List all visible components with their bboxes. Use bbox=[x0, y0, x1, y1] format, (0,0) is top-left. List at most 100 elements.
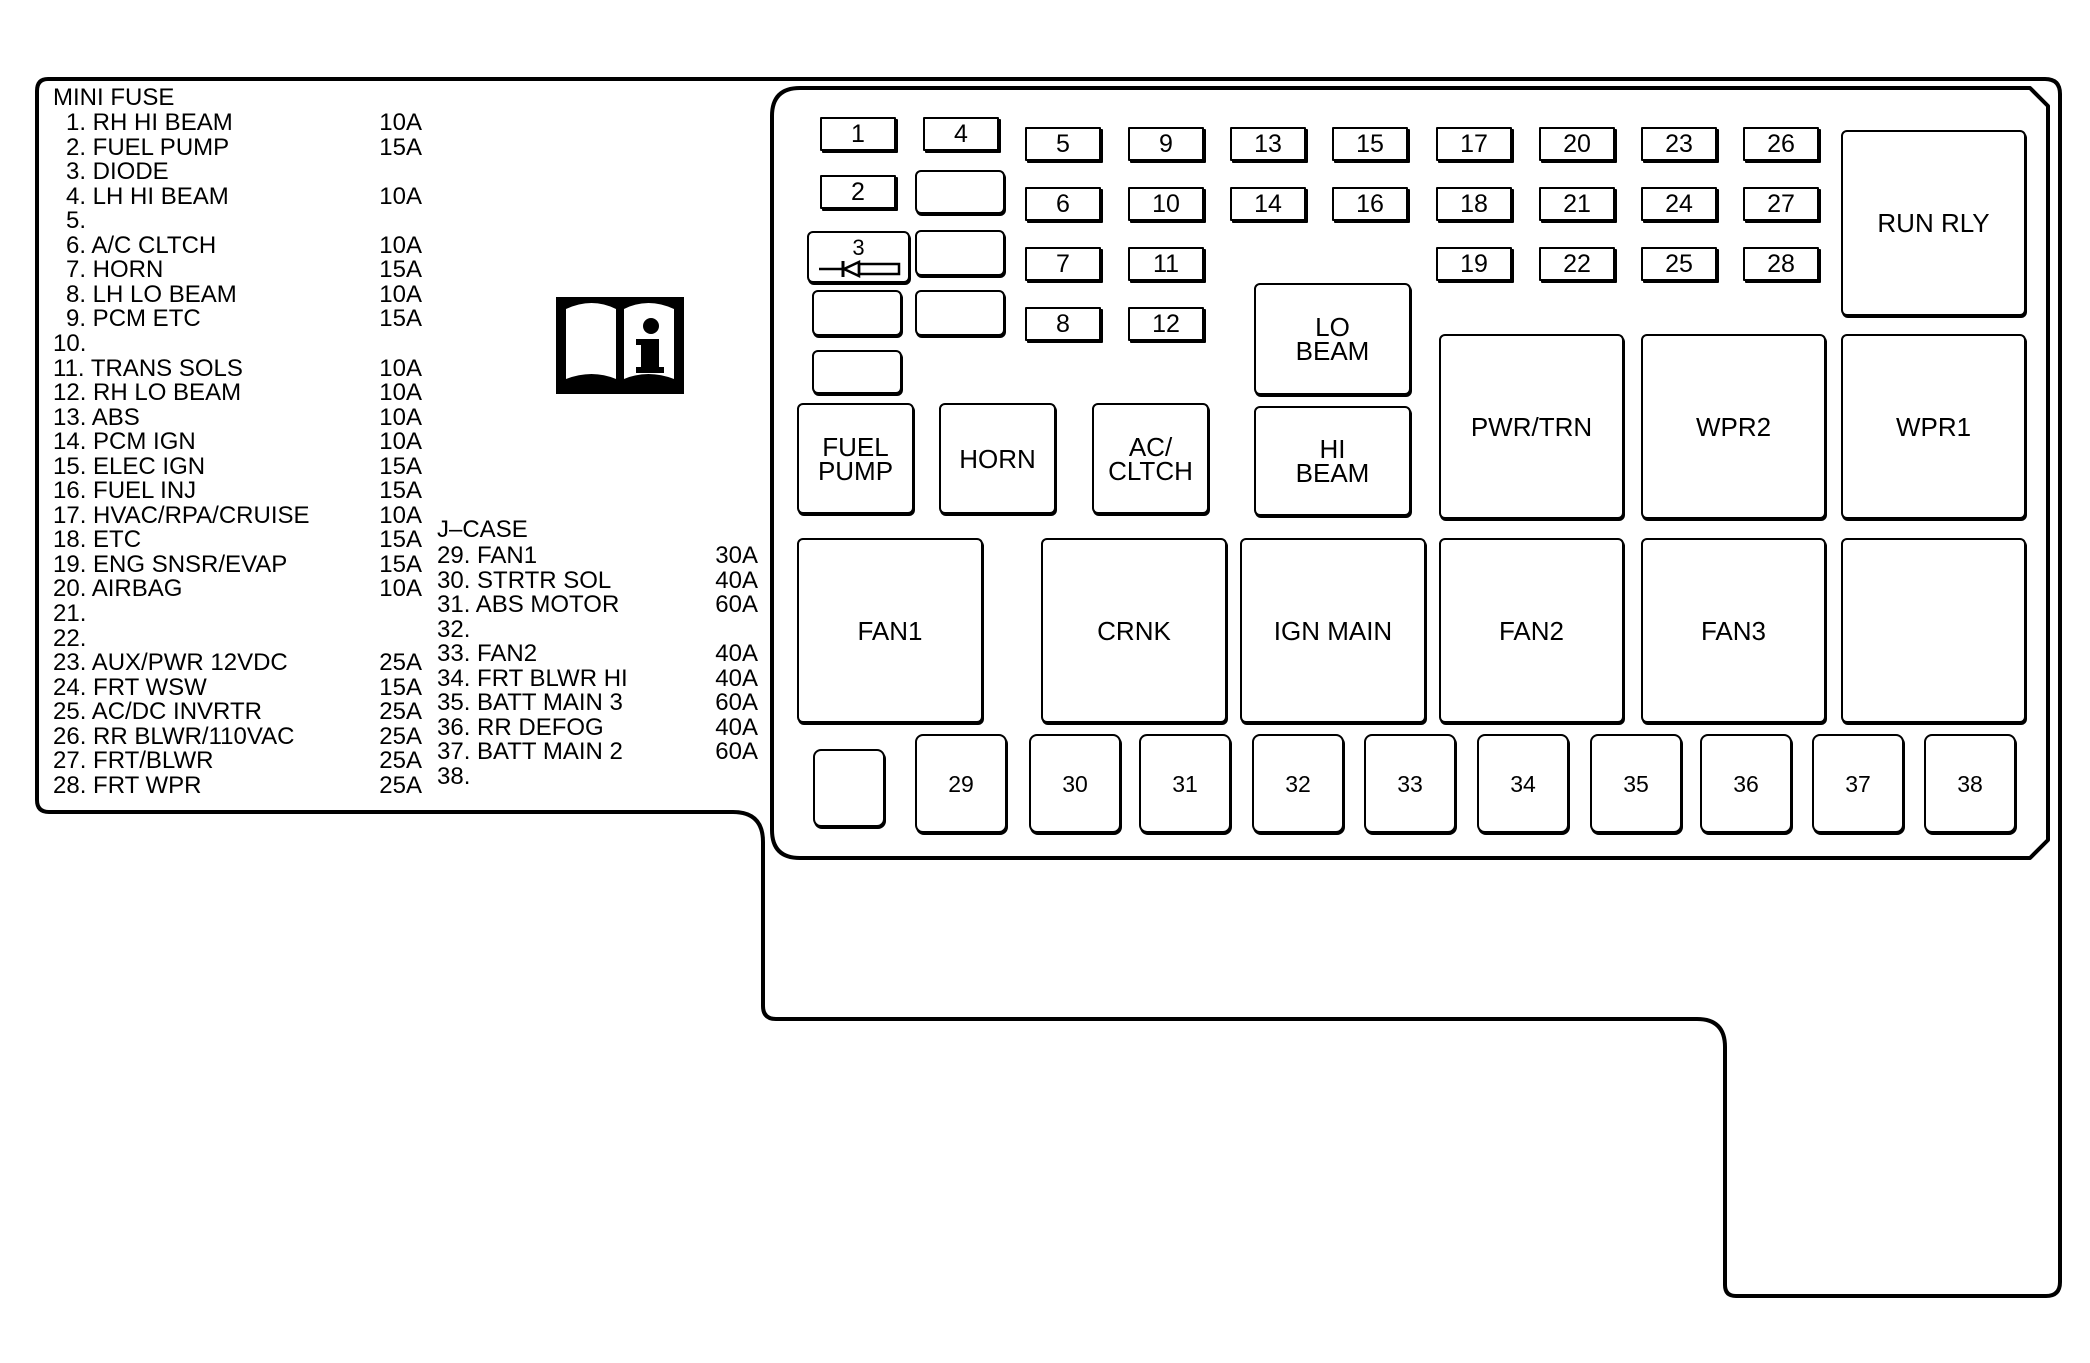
jcase-list-item: 29. FAN1 bbox=[437, 542, 538, 569]
mini-fuse-list-item: 2. FUEL PUMP bbox=[66, 133, 230, 161]
mini-fuse-20: 20 bbox=[1539, 127, 1615, 161]
mini-fuse-list-item: 17. HVAC/RPA/CRUISE bbox=[53, 501, 310, 529]
mini-fuse-6: 6 bbox=[1025, 187, 1101, 221]
mini-fuse-list-amperage: 25A bbox=[379, 722, 422, 750]
mini-fuse-list-item: 24. FRT WSW bbox=[53, 673, 207, 701]
jcase-list-amperage: 40A bbox=[715, 566, 758, 594]
jcase-list-item: 38. bbox=[437, 762, 471, 790]
jcase-fuse-38: 38 bbox=[1924, 734, 2016, 833]
relay-wpr1: WPR1 bbox=[1841, 334, 2026, 519]
mini-fuse-24: 24 bbox=[1641, 187, 1717, 221]
mini-fuse-list-item: 28. FRT WPR bbox=[53, 771, 202, 799]
spare-slot bbox=[915, 290, 1005, 336]
relay-label: FAN2 bbox=[1498, 615, 1565, 646]
diode-icon bbox=[819, 260, 901, 278]
mini-fuse-list-item: 18. ETC bbox=[53, 526, 142, 554]
jcase-list-item: 31. ABS MOTOR bbox=[437, 591, 620, 619]
mini-fuse-list-amperage: 25A bbox=[379, 771, 422, 799]
mini-fuse-26: 26 bbox=[1743, 127, 1819, 161]
mini-fuse-10: 10 bbox=[1128, 187, 1204, 221]
mini-fuse-list-item: 7. HORN bbox=[66, 256, 164, 284]
mini-fuse-list-item: 16. FUEL INJ bbox=[53, 477, 197, 505]
mini-fuse-8: 8 bbox=[1025, 307, 1101, 341]
mini-fuse-heading: MINI FUSE bbox=[53, 84, 175, 111]
relay-label: AC/ CLTCH bbox=[1108, 431, 1193, 486]
mini-fuse-list-item: 26. RR BLWR/110VAC bbox=[53, 722, 295, 750]
mini-fuse-list-item: 15. ELEC IGN bbox=[53, 452, 206, 480]
mini-fuse-list-amperage: 15A bbox=[379, 256, 422, 284]
mini-fuse-list-item: 20. AIRBAG bbox=[53, 575, 183, 603]
relay-run-rly: RUN RLY bbox=[1841, 130, 2026, 316]
jcase-heading: J–CASE bbox=[437, 516, 528, 543]
mini-fuse-2: 2 bbox=[820, 175, 896, 209]
relay-fan1: FAN1 bbox=[797, 538, 983, 723]
mini-fuse-list-amperage: 15A bbox=[379, 133, 422, 161]
relay-ign-main: IGN MAIN bbox=[1240, 538, 1426, 723]
mini-fuse-18: 18 bbox=[1436, 187, 1512, 221]
relay-hi-beam: HI BEAM bbox=[1254, 406, 1411, 516]
mini-fuse-list-amperage: 10A bbox=[379, 501, 422, 529]
relay-horn: HORN bbox=[939, 403, 1056, 514]
jcase-fuse-34: 34 bbox=[1477, 734, 1569, 833]
relay-crnk: CRNK bbox=[1041, 538, 1227, 723]
jcase-fuse-33: 33 bbox=[1364, 734, 1456, 833]
spare-slot bbox=[915, 170, 1005, 214]
mini-fuse-11: 11 bbox=[1128, 247, 1204, 281]
mini-fuse-list-amperage: 15A bbox=[379, 305, 422, 333]
jcase-fuse-31: 31 bbox=[1139, 734, 1231, 833]
mini-fuse-list-amperage: 10A bbox=[379, 403, 422, 431]
mini-fuse-21: 21 bbox=[1539, 187, 1615, 221]
jcase-list-amperage: 40A bbox=[715, 664, 758, 692]
mini-fuse-12: 12 bbox=[1128, 307, 1204, 341]
jcase-list-amperage: 40A bbox=[715, 713, 758, 741]
spare-slot bbox=[812, 350, 902, 394]
mini-fuse-19: 19 bbox=[1436, 247, 1512, 281]
mini-fuse-list-amperage: 15A bbox=[379, 673, 422, 701]
mini-fuse-23: 23 bbox=[1641, 127, 1717, 161]
mini-fuse-list-amperage: 25A bbox=[379, 649, 422, 677]
jcase-list-item: 32. bbox=[437, 615, 471, 643]
mini-fuse-14: 14 bbox=[1230, 187, 1306, 221]
mini-fuse-list-amperage: 15A bbox=[379, 477, 422, 505]
jcase-list-amperage: 30A bbox=[715, 542, 758, 569]
mini-fuse-list-item: 25. AC/DC INVRTR bbox=[53, 698, 262, 726]
jcase-list-amperage: 60A bbox=[715, 591, 758, 619]
relay-fan2: FAN2 bbox=[1439, 538, 1624, 723]
jcase-empty bbox=[813, 749, 885, 827]
jcase-list-amperage: 60A bbox=[715, 738, 758, 766]
mini-fuse-list-amperage: 25A bbox=[379, 747, 422, 775]
spare-slot bbox=[915, 230, 1005, 276]
jcase-list-amperage: 40A bbox=[715, 640, 758, 668]
mini-fuse-list-item: 10. bbox=[53, 329, 87, 357]
jcase-list-item: 36. RR DEFOG bbox=[437, 713, 604, 741]
mini-fuse-17: 17 bbox=[1436, 127, 1512, 161]
mini-fuse-list-item: 12. RH LO BEAM bbox=[53, 379, 242, 407]
mini-fuse-28: 28 bbox=[1743, 247, 1819, 281]
mini-fuse-list-item: 3. DIODE bbox=[66, 158, 169, 186]
relay-label: RUN RLY bbox=[1877, 208, 1990, 238]
mini-fuse-list-amperage: 15A bbox=[379, 452, 422, 480]
jcase-list-amperage: 60A bbox=[715, 689, 758, 717]
jcase-list-item: 33. FAN2 bbox=[437, 640, 538, 668]
mini-fuse-list-amperage: 10A bbox=[379, 280, 422, 308]
diode-label: 3 bbox=[852, 235, 865, 260]
mini-fuse-list-item: 23. AUX/PWR 12VDC bbox=[53, 649, 288, 677]
mini-fuse-list-item: 4. LH HI BEAM bbox=[66, 182, 229, 210]
owner-manual-info-icon bbox=[556, 297, 684, 394]
mini-fuse-list-amperage: 15A bbox=[379, 550, 422, 578]
mini-fuse-list-item: 14. PCM IGN bbox=[53, 428, 196, 456]
relay-ac-cltch: AC/ CLTCH bbox=[1092, 403, 1209, 514]
relay-label: LO BEAM bbox=[1295, 312, 1370, 366]
mini-fuse-list-amperage: 10A bbox=[379, 575, 422, 603]
jcase-list-item: 35. BATT MAIN 3 bbox=[437, 689, 623, 717]
mini-fuse-list-amperage: 10A bbox=[379, 182, 422, 210]
mini-fuse-list-amperage: 15A bbox=[379, 526, 422, 554]
jcase-fuse-29: 29 bbox=[915, 734, 1007, 833]
relay-lo-beam: LO BEAM bbox=[1254, 283, 1411, 395]
jcase-list-item: 34. FRT BLWR HI bbox=[437, 664, 628, 692]
relay-pwr-trn: PWR/TRN bbox=[1439, 334, 1624, 519]
relay-label: FUEL PUMP bbox=[817, 431, 894, 486]
mini-fuse-5: 5 bbox=[1025, 127, 1101, 161]
